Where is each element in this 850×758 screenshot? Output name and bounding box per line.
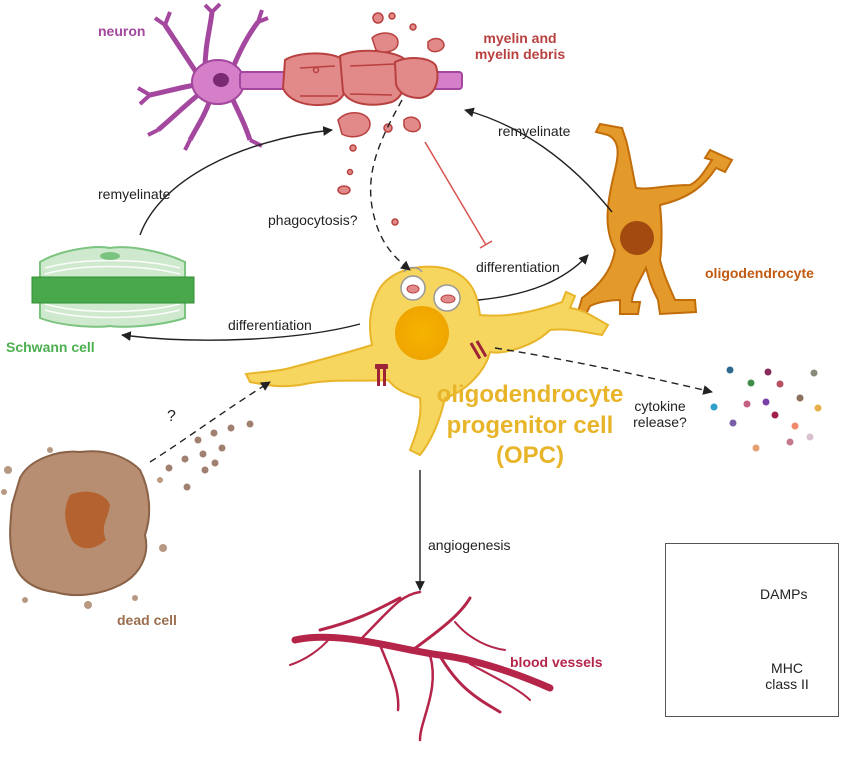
opc-label-line1: oligodendrocyte xyxy=(436,381,624,408)
opc-label-line2: progenitor cell xyxy=(446,411,614,439)
cytokine-label: cytokine release? xyxy=(620,398,700,430)
schwann-cell xyxy=(31,246,195,328)
neuron-label: neuron xyxy=(98,23,146,39)
differentiation-right-label: differentiation xyxy=(476,259,560,275)
blood-vessels xyxy=(289,590,554,742)
myelin-label-line2: myelin debris xyxy=(474,46,566,63)
oligodendrocyte-label: oligodendrocyte xyxy=(705,265,814,281)
remyelinate-left-label: remyelinate xyxy=(98,186,171,202)
schwann-cell-label: Schwann cell xyxy=(6,339,95,355)
legend-box xyxy=(665,543,839,717)
inhibition-line xyxy=(424,141,493,249)
angiogenesis-label: angiogenesis xyxy=(428,537,511,553)
myelin-debris xyxy=(312,12,445,226)
legend-damps-label: DAMPs xyxy=(760,586,808,602)
differentiation-left-label: differentiation xyxy=(228,317,312,333)
arrows xyxy=(121,99,713,591)
remyelinate-right-label: remyelinate xyxy=(498,123,571,139)
myelin-label-line1: myelin and xyxy=(483,30,557,46)
dead-cell-label: dead cell xyxy=(117,612,177,628)
myelin-label: myelin and myelin debris xyxy=(470,30,570,62)
damp-particles xyxy=(165,420,254,491)
oligodendrocyte-cell xyxy=(576,122,734,318)
cytokine-label-line1: cytokine xyxy=(634,398,686,414)
legend-mhc-label: MHC class II xyxy=(752,660,822,692)
legend-mhc-label-line1: MHC xyxy=(771,660,803,676)
opc-cell xyxy=(244,265,610,457)
legend-mhc-label-line2: class II xyxy=(765,676,809,693)
phagocytosis-label: phagocytosis? xyxy=(268,212,358,228)
cytokine-label-line2: release? xyxy=(633,414,687,431)
myelin-sheaths xyxy=(281,49,439,106)
opc-label: oligodendrocyte progenitor cell (OPC) xyxy=(405,380,655,472)
opc-mhc-receptors xyxy=(375,340,488,386)
opc-label-line3: (OPC) xyxy=(496,442,564,470)
cytokine-particles xyxy=(710,366,822,452)
blood-vessels-label: blood vessels xyxy=(510,654,603,670)
dead-cell xyxy=(1,447,167,609)
question-mark-label: ? xyxy=(167,408,176,425)
